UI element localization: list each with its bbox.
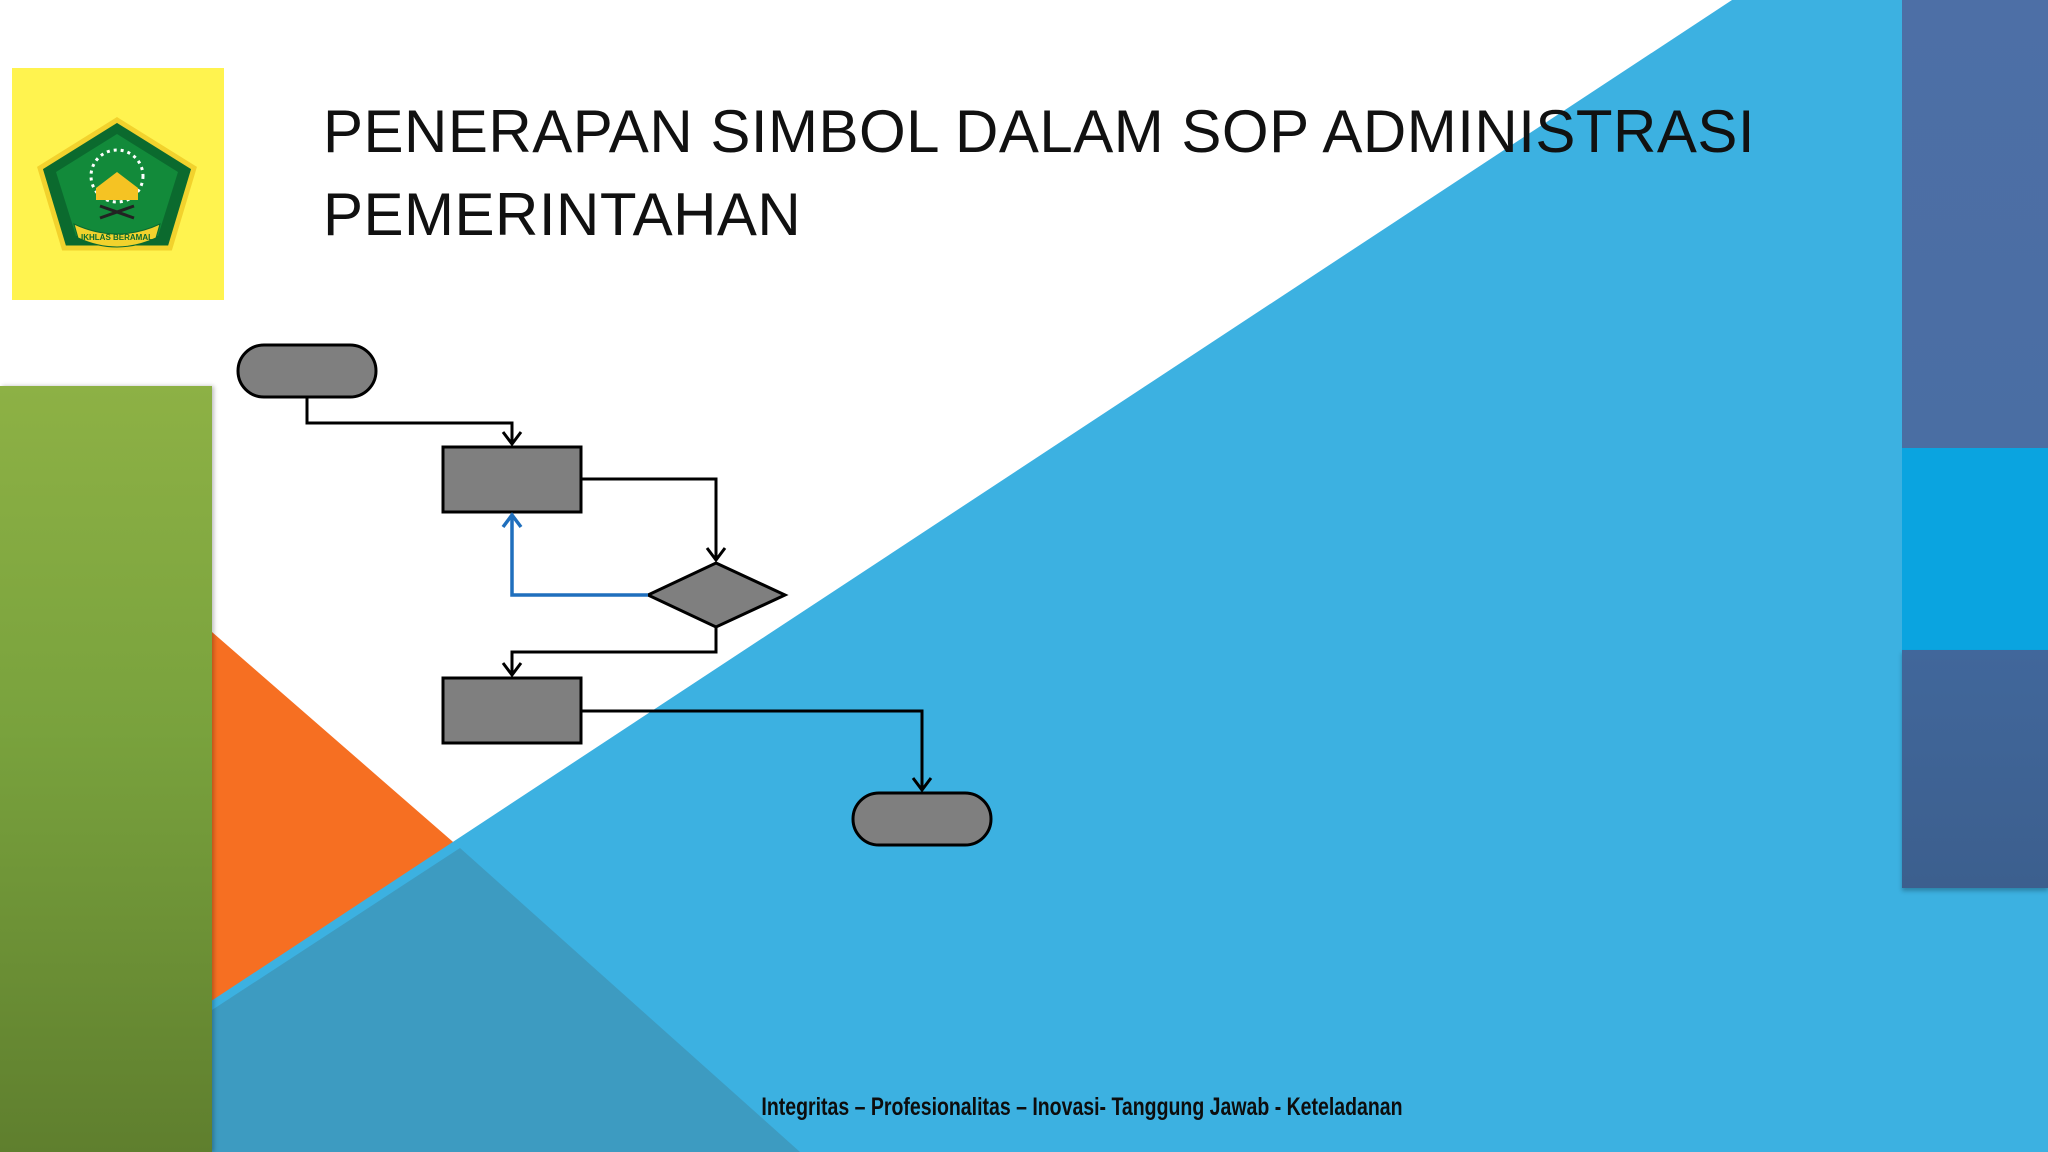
connector-end-arrowhead <box>911 777 933 793</box>
right-navy-bar-top <box>1902 0 2048 448</box>
connector-decision-to-process-2 <box>510 627 718 675</box>
connector-process-2-arrowhead <box>501 662 523 678</box>
connector-start-to-process <box>305 397 514 444</box>
decision-diamond <box>644 561 789 629</box>
connector-process-2-to-end <box>581 709 924 790</box>
left-green-bar <box>0 386 212 1152</box>
footer-motto: Integritas – Profesionalitas – Inovasi- … <box>761 1093 1403 1121</box>
right-cyan-bar <box>1902 448 2048 650</box>
logo-motto: IKHLAS BERAMAL <box>81 233 153 242</box>
loop-back-connector <box>510 515 648 597</box>
orange-triangle <box>212 632 460 1010</box>
process-box-2 <box>441 676 583 745</box>
emblem-icon: IKHLAS BERAMAL <box>37 117 197 251</box>
end-terminator <box>851 791 993 847</box>
start-terminator <box>236 343 378 399</box>
steel-blue-triangle <box>212 848 800 1152</box>
process-box-1 <box>441 445 583 514</box>
connector-process-to-decision <box>581 477 718 560</box>
loop-back-arrowhead <box>501 512 523 529</box>
title-line-1: PENERAPAN SIMBOL DALAM SOP ADMINISTRASI <box>323 98 1756 165</box>
right-navy-bar-bottom <box>1902 650 2048 888</box>
connector-decision-arrowhead <box>705 547 727 563</box>
ministry-logo: IKHLAS BERAMAL <box>12 68 224 300</box>
title-line-2: PEMERINTAHAN <box>323 181 802 248</box>
connector-start-arrowhead <box>501 431 523 447</box>
slide-title: PENERAPAN SIMBOL DALAM SOP ADMINISTRASI … <box>323 90 1823 256</box>
